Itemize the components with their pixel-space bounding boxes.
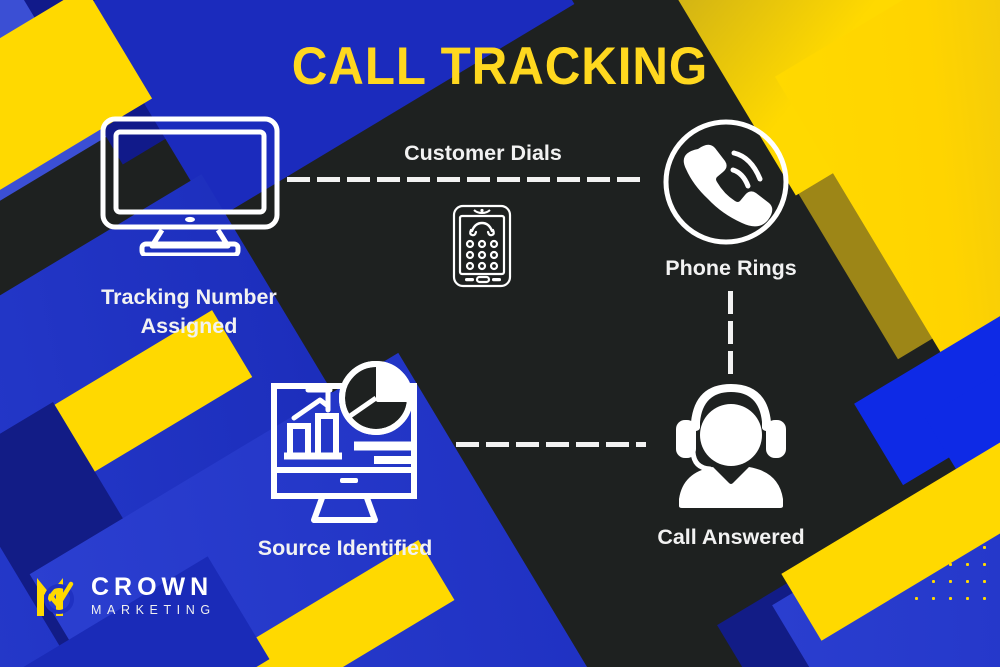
monitor-icon [100, 116, 280, 256]
step-label-call-answered: Call Answered [657, 525, 805, 549]
connector-phone-to-agent [728, 291, 733, 376]
step-label-tracking-number: Tracking Number Assigned [101, 285, 277, 338]
ringing-phone-icon [662, 118, 790, 246]
connector-agent-to-analytics [456, 442, 646, 447]
step-label-source-identified: Source Identified [257, 536, 433, 560]
smartphone-dialpad-icon [452, 204, 512, 288]
logo[interactable]: CROWN MARKETING [33, 570, 263, 622]
step-label-customer-dials: Customer Dials [404, 141, 562, 165]
headset-agent-icon [666, 380, 796, 508]
crown-monogram-icon [37, 578, 74, 616]
logo-name: CROWN [91, 572, 214, 601]
logo-tagline: MARKETING [91, 602, 216, 617]
step-label-phone-rings: Phone Rings [665, 256, 797, 280]
page-title: CALL TRACKING [291, 37, 709, 96]
analytics-dashboard-icon [262, 358, 442, 530]
connector-monitor-to-phone [287, 177, 645, 182]
